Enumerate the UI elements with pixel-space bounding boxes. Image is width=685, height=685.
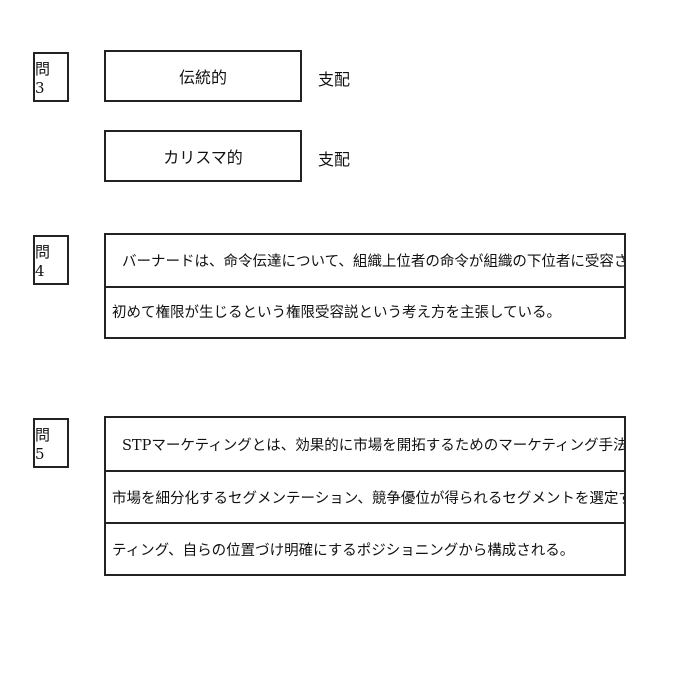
q5-answer-box: STPマーケティングとは、効果的に市場を開拓するためのマーケティング手法の事で、… — [104, 416, 626, 576]
q5-line-1-row: STPマーケティングとは、効果的に市場を開拓するためのマーケティング手法の事で、 — [106, 418, 624, 472]
q5-line-2: 市場を細分化するセグメンテーション、競争優位が得られるセグメントを選定するターゲ — [112, 490, 624, 507]
q3-answer-1-suffix: 支配 — [318, 70, 351, 89]
q5-line-3: ティング、自らの位置づけ明確にするポジショニングから構成される。 — [112, 542, 575, 559]
q5-line-1: STPマーケティングとは、効果的に市場を開拓するためのマーケティング手法の事で、 — [122, 437, 624, 454]
q4-line-1: バーナードは、命令伝達について、組織上位者の命令が組織の下位者に受容され、 — [122, 254, 624, 270]
q3-answer-2-box: カリスマ的 — [104, 130, 302, 182]
q3-answer-1-text: 伝統的 — [178, 68, 227, 87]
q4-line-1-row: バーナードは、命令伝達について、組織上位者の命令が組織の下位者に受容され、 — [106, 235, 624, 288]
q4-answer-box: バーナードは、命令伝達について、組織上位者の命令が組織の下位者に受容され、 初め… — [104, 233, 626, 339]
q3-answer-2-text: カリスマ的 — [163, 148, 243, 167]
q3-answer-1-box: 伝統的 — [104, 50, 302, 102]
q3-answer-2-suffix: 支配 — [318, 150, 351, 169]
question-5-label-text: 問 5 — [35, 425, 52, 463]
q4-line-2: 初めて権限が生じるという権限受容説という考え方を主張している。 — [112, 305, 562, 321]
question-3-label-text: 問 3 — [35, 59, 52, 97]
question-5-label: 問 5 — [33, 418, 69, 468]
q4-line-2-row: 初めて権限が生じるという権限受容説という考え方を主張している。 — [106, 286, 624, 337]
question-4-label-text: 問 4 — [35, 242, 52, 280]
q5-line-3-row: ティング、自らの位置づけ明確にするポジショニングから構成される。 — [106, 524, 624, 574]
question-4-label: 問 4 — [33, 235, 69, 285]
q5-line-2-row: 市場を細分化するセグメンテーション、競争優位が得られるセグメントを選定するターゲ — [106, 472, 624, 524]
question-3-label: 問 3 — [33, 52, 69, 102]
